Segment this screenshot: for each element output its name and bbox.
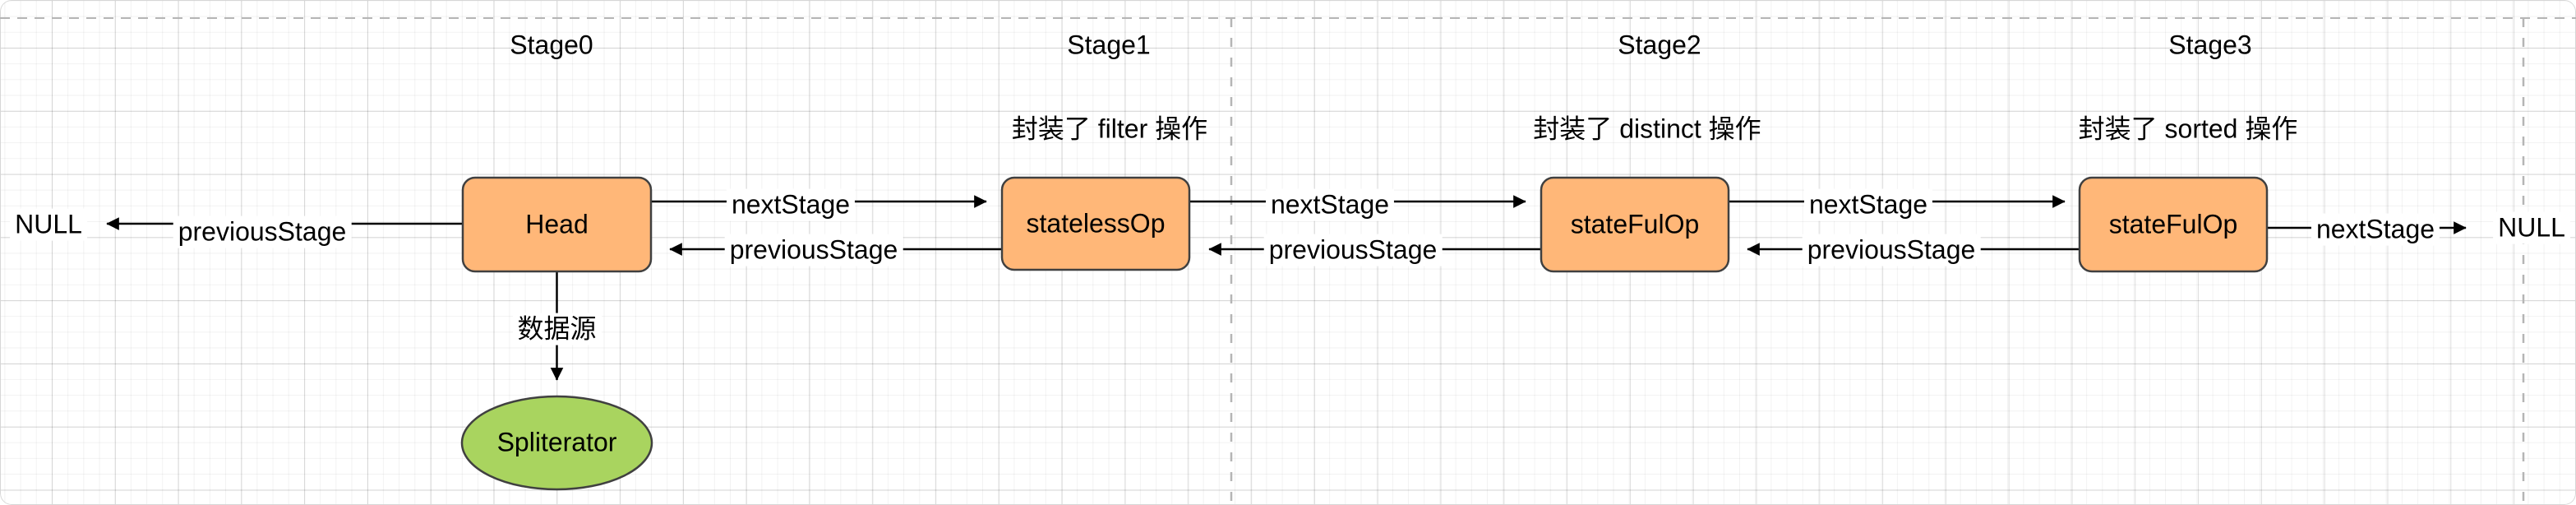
annotation-distinct: 封装了 distinct 操作 [1533,114,1761,144]
node-head-shape [461,176,653,273]
edge-label-previousstage-1: previousStage [724,234,903,266]
edge-label-datasource: 数据源 [512,313,602,345]
node-statelessop-shape [1000,176,1191,271]
stage-title-1: Stage1 [1067,30,1151,60]
node-spliterator-shape [460,395,653,491]
node-statefulop2-shape [2078,176,2269,273]
node-statefulop1-label: stateFulOp [1570,209,1700,239]
node-statefulop2-label: stateFulOp [2108,209,2238,239]
terminal-null-left: NULL [10,208,87,241]
edge-label-nextstage-4: nextStage [2311,213,2440,246]
edge-label-previousstage-0: previousStage [173,215,352,248]
node-statefulop1-shape [1540,176,1730,273]
edge-label-nextstage-1: nextStage [726,188,856,221]
edge-label-nextstage-3: nextStage [1803,188,1933,221]
terminal-null-right: NULL [2493,211,2570,244]
edge-label-previousstage-2: previousStage [1263,234,1443,266]
stage-title-2: Stage2 [1618,30,1701,60]
annotation-sorted: 封装了 sorted 操作 [2078,114,2298,144]
node-head-label: Head [525,209,589,239]
annotation-filter: 封装了 filter 操作 [1011,114,1208,144]
edge-label-nextstage-2: nextStage [1265,188,1395,221]
edge-label-previousstage-3: previousStage [1802,234,1981,266]
stage-title-3: Stage3 [2168,30,2252,60]
node-spliterator-label: Spliterator [496,427,617,457]
stage-title-0: Stage0 [510,30,593,60]
node-statelessop-label: statelessOp [1026,208,1166,239]
